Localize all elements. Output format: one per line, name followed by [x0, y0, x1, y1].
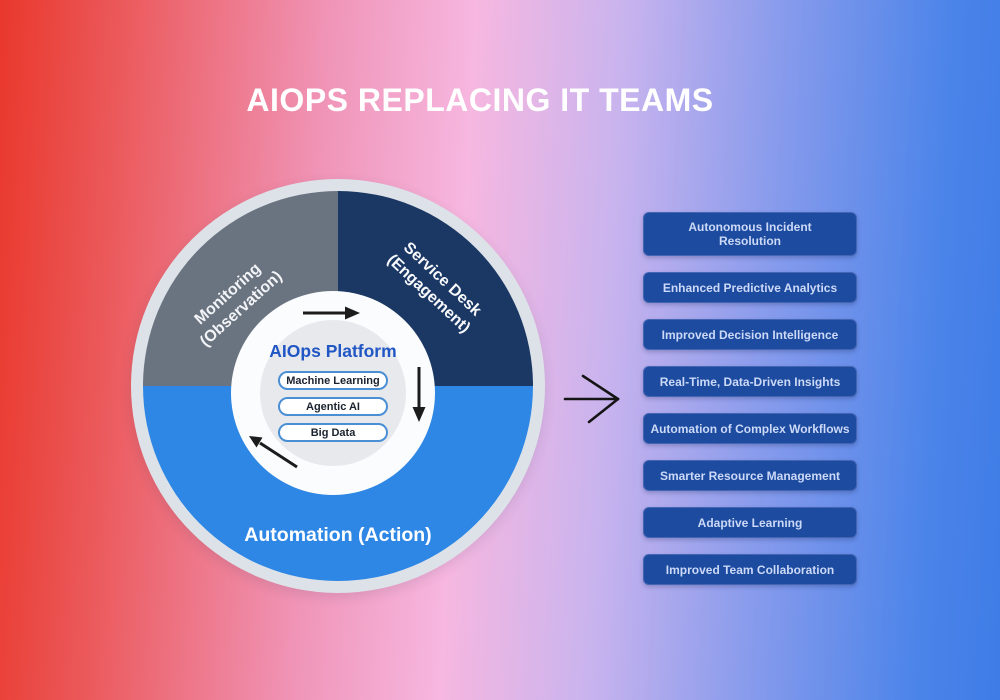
- platform-title: AIOps Platform: [269, 341, 397, 361]
- aiops-cycle-diagram: Monitoring (Observation) Service Desk (E…: [131, 179, 545, 593]
- benefits-list: Autonomous Incident Resolution Enhanced …: [643, 212, 857, 586]
- platform-item-machine-learning: Machine Learning: [278, 371, 388, 390]
- benefit-enhanced-predictive-analytics: Enhanced Predictive Analytics: [643, 272, 857, 304]
- benefit-real-time-data-driven-insights: Real-Time, Data-Driven Insights: [643, 366, 857, 398]
- page-title: AIOPS REPLACING IT TEAMS: [246, 82, 714, 118]
- platform-items: Machine Learning Agentic AI Big Data: [278, 371, 388, 442]
- platform-item-big-data: Big Data: [278, 423, 388, 442]
- benefit-autonomous-incident-resolution: Autonomous Incident Resolution: [643, 212, 857, 257]
- benefit-improved-team-collaboration: Improved Team Collaboration: [643, 554, 857, 586]
- segment-label-automation: Automation (Action): [244, 524, 432, 546]
- benefit-improved-decision-intelligence: Improved Decision Intelligence: [643, 319, 857, 351]
- benefit-adaptive-learning: Adaptive Learning: [643, 507, 857, 539]
- benefit-automation-of-complex-workflows: Automation of Complex Workflows: [643, 413, 857, 445]
- flow-arrow-icon: [563, 374, 620, 424]
- platform-item-agentic-ai: Agentic AI: [278, 397, 388, 416]
- platform-circle: AIOps Platform Machine Learning Agentic …: [231, 291, 435, 495]
- benefit-smarter-resource-management: Smarter Resource Management: [643, 460, 857, 492]
